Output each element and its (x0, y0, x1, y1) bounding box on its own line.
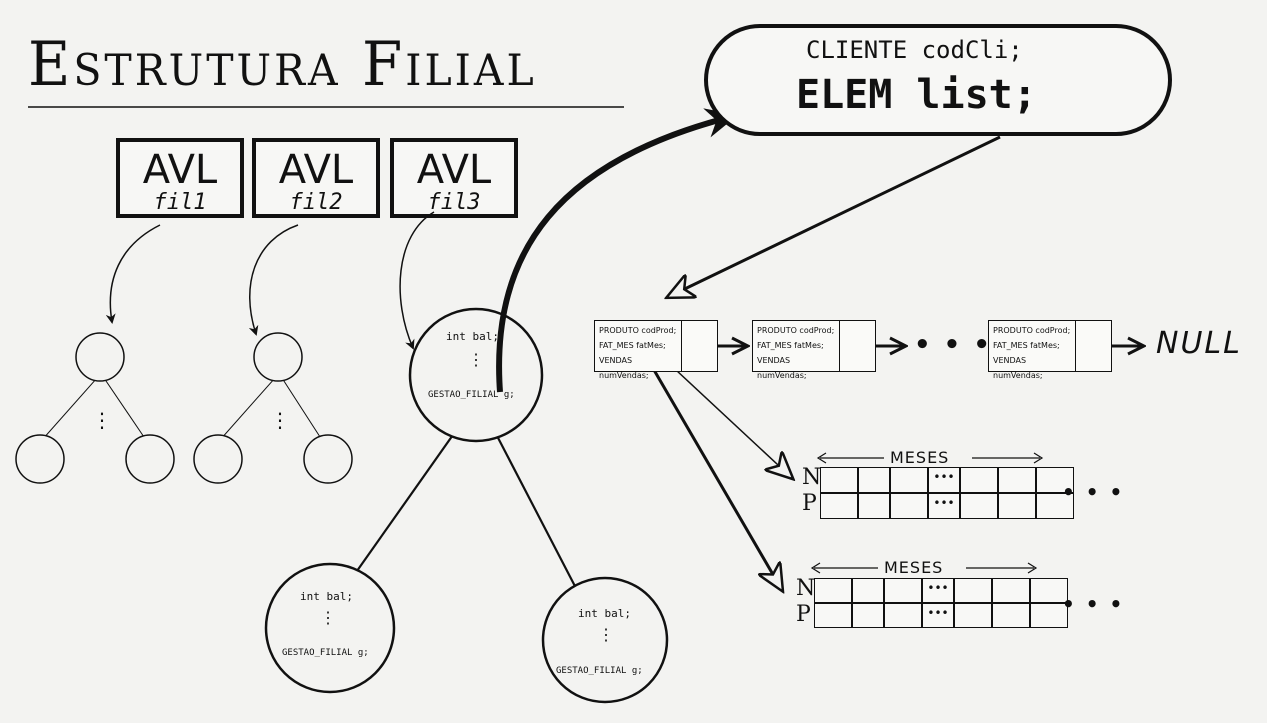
cliente-field-list: ELEM list; (796, 72, 1037, 118)
matrix-2-row-n: N (796, 576, 816, 601)
matrix-1-row-p: P (802, 491, 817, 516)
arrow-vendas-matrix (652, 369, 782, 590)
small-tree-1-dots: ⋮ (92, 408, 112, 432)
list-node-1-fields: PRODUTO codProd; FAT_MES fatMes; VENDAS … (594, 320, 682, 380)
arrow-fil2-tree (248, 224, 299, 336)
tree-edge-left (351, 431, 456, 579)
list-field-vendas: VENDAS numVendas; (993, 356, 1043, 380)
avl-label: AVL (416, 147, 492, 193)
matrix-1-meses-label: MESES (890, 448, 950, 467)
avl-node-right (541, 576, 669, 704)
diagram-title: Estrutura Filial (28, 28, 537, 100)
node-left-field-gestao: GESTAO_FILIAL g; (282, 648, 369, 658)
avl-name: fil1 (153, 190, 207, 215)
list-field-produto: PRODUTO codProd; (757, 326, 835, 335)
list-field-vendas: VENDAS numVendas; (757, 356, 807, 380)
matrix-1-trailing-dots: • • • (1062, 480, 1125, 504)
cliente-field-codcli: CLIENTE codCli; (806, 36, 1023, 64)
tree-node-circle (125, 434, 175, 484)
matrix-cell-dots: ••• (922, 578, 954, 603)
arrow-elem-to-list (668, 135, 1001, 297)
matrix-cell-dots: ••• (928, 493, 960, 519)
cliente-struct-box (704, 24, 1172, 136)
matrix-2-trailing-dots: • • • (1062, 592, 1125, 616)
small-tree-1 (15, 332, 175, 484)
node-right-dots: ⋮ (598, 625, 614, 644)
null-label: NULL (1156, 326, 1242, 361)
list-field-vendas: VENDAS numVendas; (599, 356, 649, 380)
small-tree-2-dots: ⋮ (270, 408, 290, 432)
tree-node-circle (193, 434, 243, 484)
small-tree-2 (193, 332, 353, 484)
arrow-fatmes-matrix (675, 369, 792, 478)
list-ellipsis: • • • (914, 330, 992, 360)
list-field-fatmes: FAT_MES fatMes; (757, 341, 824, 350)
node-root-dots: ⋮ (468, 350, 484, 369)
list-node-n-fields: PRODUTO codProd; FAT_MES fatMes; VENDAS … (988, 320, 1076, 380)
tree-node-circle (15, 434, 65, 484)
tree-node-circle (75, 332, 125, 382)
list-field-fatmes: FAT_MES fatMes; (599, 341, 666, 350)
avl-label: AVL (142, 147, 218, 193)
tree-edge-right (494, 431, 579, 593)
matrix-1-grid: ••• ••• (820, 467, 1074, 519)
matrix-1-row-n: N (802, 465, 822, 490)
arrow-fil1-tree (105, 224, 161, 324)
matrix-2-row-p: P (796, 602, 811, 627)
matrix-cell-dots: ••• (928, 467, 960, 493)
avl-name: fil3 (427, 190, 481, 215)
list-field-produto: PRODUTO codProd; (599, 326, 677, 335)
avl-box-fil2: AVL fil2 (252, 138, 380, 218)
list-node-2-fields: PRODUTO codProd; FAT_MES fatMes; VENDAS … (752, 320, 840, 380)
list-field-fatmes: FAT_MES fatMes; (993, 341, 1060, 350)
title-underline (28, 106, 624, 108)
avl-node-root (408, 307, 544, 443)
matrix-2-grid: ••• ••• (814, 578, 1068, 630)
tree-node-circle (303, 434, 353, 484)
avl-name: fil2 (289, 190, 343, 215)
avl-label: AVL (278, 147, 354, 193)
matrix-cell-dots: ••• (922, 603, 954, 628)
node-right-field-bal: int bal; (578, 607, 631, 620)
list-node-1-next (681, 320, 718, 372)
node-root-field-bal: int bal; (446, 330, 499, 343)
list-node-n-next (1075, 320, 1112, 372)
arrow-fil3-tree (399, 211, 435, 350)
node-root-field-gestao: GESTAO_FILIAL g; (428, 390, 515, 400)
matrix-2-meses-label: MESES (884, 558, 944, 577)
node-left-dots: ⋮ (320, 608, 336, 627)
tree-node-circle (253, 332, 303, 382)
list-node-2-next (839, 320, 876, 372)
arrow-node-to-cliente (496, 108, 738, 393)
node-right-field-gestao: GESTAO_FILIAL g; (556, 666, 643, 676)
avl-node-left (264, 562, 396, 694)
list-field-produto: PRODUTO codProd; (993, 326, 1071, 335)
avl-box-fil3: AVL fil3 (390, 138, 518, 218)
avl-box-fil1: AVL fil1 (116, 138, 244, 218)
node-left-field-bal: int bal; (300, 590, 353, 603)
